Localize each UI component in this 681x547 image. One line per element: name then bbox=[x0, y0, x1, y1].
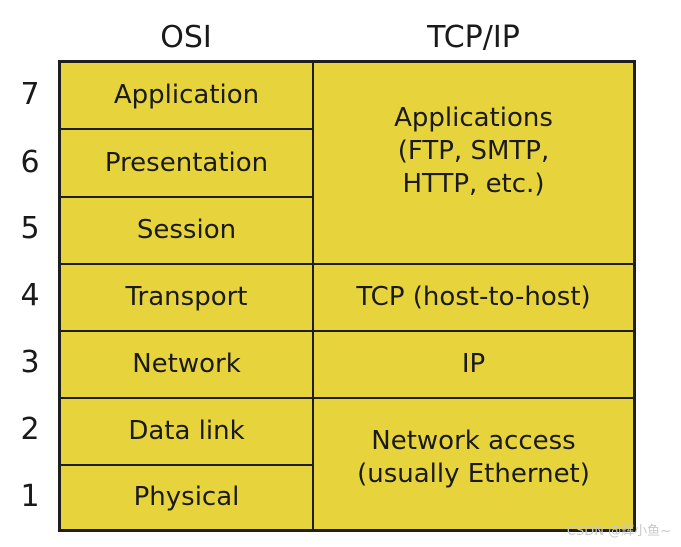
layer-number-2: 2 bbox=[20, 412, 40, 447]
osi-layer-presentation-label: Presentation bbox=[104, 147, 269, 178]
osi-layer-physical: Physical bbox=[61, 466, 314, 529]
osi-layer-data-link: Data link bbox=[61, 399, 314, 466]
osi-layer-presentation: Presentation bbox=[61, 130, 314, 198]
osi-layer-transport-label: Transport bbox=[125, 282, 248, 312]
tcpip-layer-tcp: TCP (host-to-host) bbox=[314, 265, 633, 332]
tcpip-layer-applications-label: Applications (FTP, SMTP, HTTP, etc.) bbox=[394, 102, 553, 199]
osi-layer-network: Network bbox=[61, 332, 314, 399]
tcpip-layer-network-access: Network access (usually Ethernet) bbox=[314, 399, 633, 529]
layer-number-7: 7 bbox=[20, 77, 40, 112]
layer-number-5: 5 bbox=[20, 211, 40, 246]
osi-layer-session: Session bbox=[61, 198, 314, 265]
osi-layer-session-label: Session bbox=[136, 215, 237, 245]
tcpip-column-header: TCP/IP bbox=[427, 20, 520, 55]
osi-layer-network-label: Network bbox=[132, 349, 241, 379]
osi-tcpip-comparison-table: Application Presentation Session Transpo… bbox=[58, 60, 636, 532]
tcpip-layer-tcp-label: TCP (host-to-host) bbox=[356, 282, 591, 312]
tcpip-layer-applications: Applications (FTP, SMTP, HTTP, etc.) bbox=[314, 63, 633, 265]
osi-layer-physical-label: Physical bbox=[133, 482, 240, 512]
osi-layer-data-link-label: Data link bbox=[128, 416, 245, 446]
tcpip-layer-ip-label: IP bbox=[461, 349, 486, 379]
tcpip-layer-network-access-label: Network access (usually Ethernet) bbox=[357, 426, 590, 489]
layer-number-1: 1 bbox=[20, 479, 40, 514]
osi-layer-application-label: Application bbox=[113, 80, 260, 110]
csdn-watermark: CSDN @辉小鱼~ bbox=[566, 524, 671, 539]
layer-number-4: 4 bbox=[20, 278, 40, 313]
osi-column-header: OSI bbox=[160, 20, 212, 55]
layer-number-6: 6 bbox=[20, 145, 40, 180]
osi-layer-transport: Transport bbox=[61, 265, 314, 332]
tcpip-layer-ip: IP bbox=[314, 332, 633, 399]
osi-layer-application: Application bbox=[61, 63, 314, 130]
layer-number-3: 3 bbox=[20, 345, 40, 380]
